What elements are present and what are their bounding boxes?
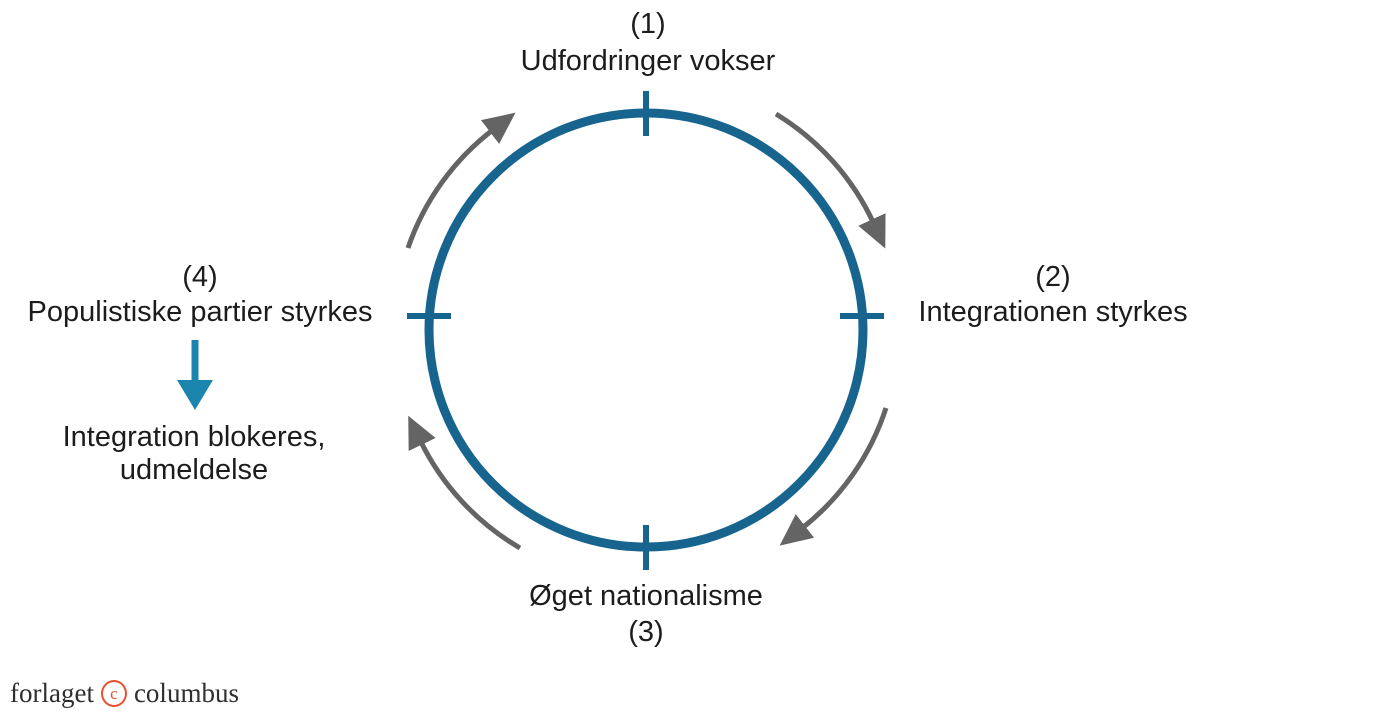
cycle-circle xyxy=(424,108,868,552)
publisher-suffix: columbus xyxy=(133,678,239,708)
node-1-label: Udfordringer vokser xyxy=(520,45,776,77)
exit-outcome-line2: udmeldelse xyxy=(119,454,269,486)
node-1: (1) Udfordringer vokser xyxy=(348,6,948,80)
flow-arrow-3-to-4 xyxy=(408,415,522,551)
publisher-prefix: forlaget xyxy=(10,678,94,708)
copyright-icon: c xyxy=(100,680,127,707)
node-2-label: Integrationen styrkes xyxy=(918,296,1188,328)
node-2-number: (2) xyxy=(1035,261,1071,293)
flow-arrow-4-to-1 xyxy=(405,112,516,249)
exit-down-arrow xyxy=(177,340,213,410)
node-4-label: Populistiske partier styrkes xyxy=(27,296,373,328)
flow-arrow-2-to-3 xyxy=(779,407,889,546)
node-4-number: (4) xyxy=(182,261,218,293)
flow-arrow-1-to-2 xyxy=(774,111,886,249)
node-4: (4) Populistiske partier styrkes xyxy=(8,260,392,330)
exit-outcome-line1: Integration blokeres, xyxy=(62,421,326,453)
node-3-label: Øget nationalisme xyxy=(529,580,763,612)
node-3: Øget nationalisme (3) xyxy=(346,578,946,650)
node-3-number: (3) xyxy=(628,616,664,648)
node-2: (2) Integrationen styrkes xyxy=(902,260,1204,330)
exit-outcome: Integration blokeres, udmeldelse xyxy=(16,421,372,487)
node-1-number: (1) xyxy=(630,8,666,40)
publisher-logo: forlaget c columbus xyxy=(10,678,239,709)
